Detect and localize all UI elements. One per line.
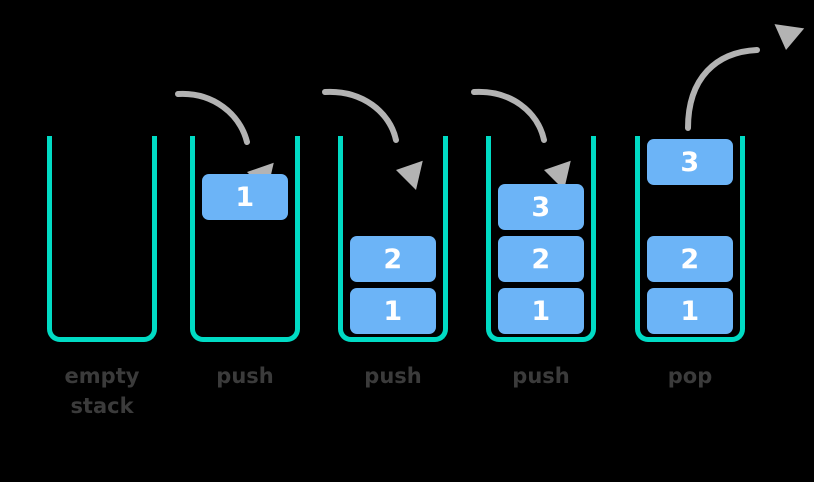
stack-caption-pop-3: pop: [667, 364, 713, 388]
pop-arrow: [685, 24, 805, 131]
stack-caption-push-3: push: [512, 364, 570, 388]
arrowhead-icon: [544, 160, 571, 191]
stack-item: 1: [350, 288, 436, 334]
stack-item: 3: [647, 139, 733, 185]
arrowhead-icon: [396, 160, 423, 191]
stack-container: [47, 136, 157, 342]
stack-item: 1: [647, 288, 733, 334]
push-arrow: [322, 88, 423, 191]
stack-item: 2: [498, 236, 584, 282]
stack-caption-empty-stack: empty stack: [64, 364, 140, 418]
stack-item: 2: [647, 236, 733, 282]
stack-item: 2: [350, 236, 436, 282]
stack-container: [635, 136, 745, 342]
arrowhead-icon: [774, 24, 805, 50]
stack-item: 3: [498, 184, 584, 230]
push-arrow: [471, 88, 571, 191]
stack-item: 1: [498, 288, 584, 334]
stack-container: [338, 136, 448, 342]
stack-caption-push-2: push: [364, 364, 422, 388]
stack-container: [190, 136, 300, 342]
stack-container: [486, 136, 596, 342]
stack-caption-push-1: push: [216, 364, 274, 388]
stack-item: 1: [202, 174, 288, 220]
